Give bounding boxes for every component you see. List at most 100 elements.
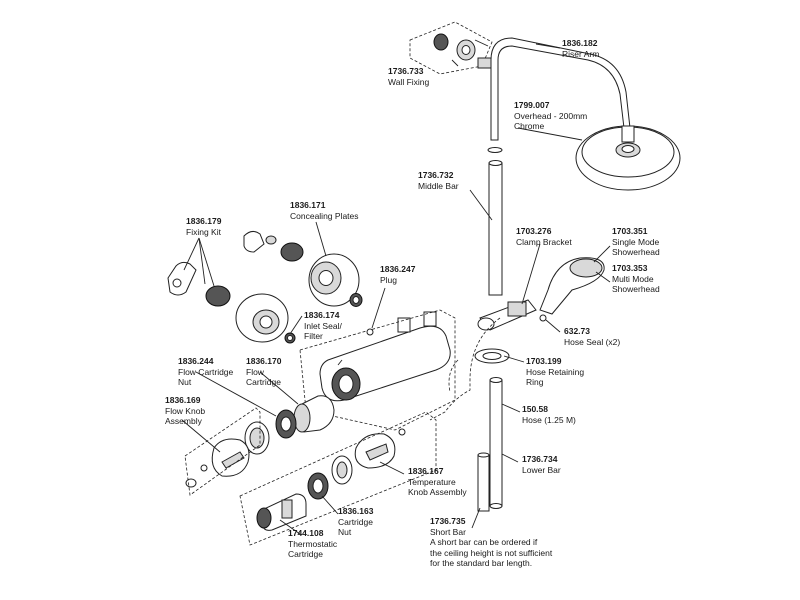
label-flow-cartridge-nut: 1836.244 Flow Cartridge Nut <box>178 356 233 388</box>
hose-code: 150.58 <box>522 404 548 414</box>
thermostatic-cartridge-desc-1: Thermostatic <box>288 538 338 549</box>
riser-arm-desc: Riser Arm <box>562 48 600 59</box>
label-short-bar: 1736.735 Short Bar A short bar can be or… <box>430 516 552 569</box>
short-bar-desc-2: A short bar can be ordered if <box>430 537 538 547</box>
middle-bar-code: 1736.732 <box>418 170 454 180</box>
label-thermostatic-cartridge: 1744.108 Thermostatic Cartridge <box>288 528 337 560</box>
inlet-seal-desc-2: Filter <box>304 331 323 341</box>
handheld-showerhead-part <box>539 257 605 322</box>
label-multi-mode: 1703.353 Multi Mode Showerhead <box>612 263 660 295</box>
label-wall-fixing: 1736.733 Wall Fixing <box>388 66 429 87</box>
clamp-bracket-desc: Clamp Bracket <box>516 236 572 247</box>
lower-bar-part <box>489 377 503 509</box>
cartridge-nut-code: 1836.163 <box>338 506 374 516</box>
thermostatic-cartridge-part <box>256 493 307 531</box>
plug-desc: Plug <box>380 274 398 285</box>
label-plug: 1836.247 Plug <box>380 264 415 285</box>
single-mode-code: 1703.351 <box>612 226 648 236</box>
flow-cartridge-part <box>293 395 335 433</box>
overhead-desc-1: Overhead - 200mm <box>514 110 588 121</box>
label-overhead: 1799.007 Overhead - 200mm Chrome <box>514 100 587 132</box>
flow-cartridge-nut-code: 1836.244 <box>178 356 214 366</box>
flow-cartridge-code: 1836.170 <box>246 356 282 366</box>
overhead-showerhead-part <box>575 125 681 191</box>
flow-knob-code: 1836.169 <box>165 395 201 405</box>
overhead-desc-2: Chrome <box>514 121 545 131</box>
lower-bar-desc: Lower Bar <box>522 464 561 475</box>
single-mode-desc-2: Showerhead <box>612 247 660 257</box>
concealing-plates-desc: Concealing Plates <box>290 210 359 221</box>
cartridge-nut-desc-1: Cartridge <box>338 516 373 527</box>
hose-seal-desc: Hose Seal (x2) <box>564 336 621 347</box>
flow-cartridge-nut-part <box>275 409 297 439</box>
lower-bar-code: 1736.734 <box>522 454 558 464</box>
overhead-code: 1799.007 <box>514 100 550 110</box>
multi-mode-desc-1: Multi Mode <box>612 273 654 284</box>
clamp-bracket-code: 1703.276 <box>516 226 552 236</box>
concealing-plates-code: 1836.171 <box>290 200 326 210</box>
label-flow-cartridge: 1836.170 Flow Cartridge <box>246 356 281 388</box>
plug-part <box>366 328 374 336</box>
flow-cartridge-desc-2: Cartridge <box>246 377 281 387</box>
flow-knob-desc-1: Flow Knob <box>165 405 206 416</box>
temperature-knob-inset-box <box>239 411 437 546</box>
label-hose-seal: 632.73 Hose Seal (x2) <box>564 326 620 347</box>
inlet-seal-part <box>284 293 363 344</box>
thermostatic-cartridge-desc-2: Cartridge <box>288 549 323 559</box>
label-hose-retaining-ring: 1703.199 Hose Retaining Ring <box>526 356 584 388</box>
temperature-knob-desc-2: Knob Assembly <box>408 487 467 497</box>
concealing-plates-part <box>235 253 360 343</box>
hose-desc: Hose (1.25 M) <box>522 414 576 425</box>
plug-code: 1836.247 <box>380 264 416 274</box>
hose-path <box>429 317 501 421</box>
middle-bar-part <box>487 147 503 296</box>
short-bar-part <box>477 452 490 512</box>
cartridge-nut-part <box>307 472 329 500</box>
label-middle-bar: 1736.732 Middle Bar <box>418 170 459 191</box>
label-lower-bar: 1736.734 Lower Bar <box>522 454 561 475</box>
label-inlet-seal: 1836.174 Inlet Seal/ Filter <box>304 310 342 342</box>
short-bar-desc-4: for the standard bar length. <box>430 558 533 568</box>
fixing-kit-part <box>167 230 304 307</box>
label-single-mode: 1703.351 Single Mode Showerhead <box>612 226 660 258</box>
temperature-knob-desc-1: Temperature <box>408 476 456 487</box>
leader-lines <box>181 43 611 535</box>
fixing-kit-desc: Fixing Kit <box>186 226 221 237</box>
flow-cartridge-nut-desc-2: Nut <box>178 377 192 387</box>
hose-seal-code: 632.73 <box>564 326 590 336</box>
flow-cartridge-desc-1: Flow <box>246 366 264 377</box>
label-riser-arm: 1836.182 Riser Arm <box>562 38 599 59</box>
label-concealing-plates: 1836.171 Concealing Plates <box>290 200 359 221</box>
thermostatic-cartridge-code: 1744.108 <box>288 528 324 538</box>
inlet-seal-code: 1836.174 <box>304 310 340 320</box>
multi-mode-desc-2: Showerhead <box>612 284 660 294</box>
hose-retaining-ring-code: 1703.199 <box>526 356 562 366</box>
riser-arm-code: 1836.182 <box>562 38 598 48</box>
cartridge-nut-desc-2: Nut <box>338 527 352 537</box>
hose-retaining-ring-desc-2: Ring <box>526 377 544 387</box>
hose-retaining-ring-desc-1: Hose Retaining <box>526 366 585 377</box>
label-flow-knob: 1836.169 Flow Knob Assembly <box>165 395 205 427</box>
hose-retaining-ring-part <box>474 348 510 364</box>
label-cartridge-nut: 1836.163 Cartridge Nut <box>338 506 373 538</box>
middle-bar-desc: Middle Bar <box>418 180 459 191</box>
flow-cartridge-nut-desc-1: Flow Cartridge <box>178 366 234 377</box>
short-bar-desc-3: the ceiling height is not sufficient <box>430 547 553 558</box>
temperature-knob-code: 1836.167 <box>408 466 444 476</box>
wall-fixing-code: 1736.733 <box>388 66 424 76</box>
flow-knob-assembly-part <box>185 421 270 488</box>
label-hose: 150.58 Hose (1.25 M) <box>522 404 576 425</box>
flow-knob-desc-2: Assembly <box>165 416 202 426</box>
flow-knob-inset-box <box>184 407 261 496</box>
short-bar-code: 1736.735 <box>430 516 466 526</box>
temperature-knob-part <box>331 428 406 485</box>
single-mode-desc-1: Single Mode <box>612 236 660 247</box>
wall-fixing-desc: Wall Fixing <box>388 76 430 87</box>
mixer-body-part <box>319 311 451 402</box>
hose-routing <box>448 359 459 393</box>
label-temperature-knob: 1836.167 Temperature Knob Assembly <box>408 466 467 498</box>
inlet-seal-desc-1: Inlet Seal/ <box>304 320 342 331</box>
label-clamp-bracket: 1703.276 Clamp Bracket <box>516 226 572 247</box>
clamp-bracket-part <box>477 299 537 331</box>
